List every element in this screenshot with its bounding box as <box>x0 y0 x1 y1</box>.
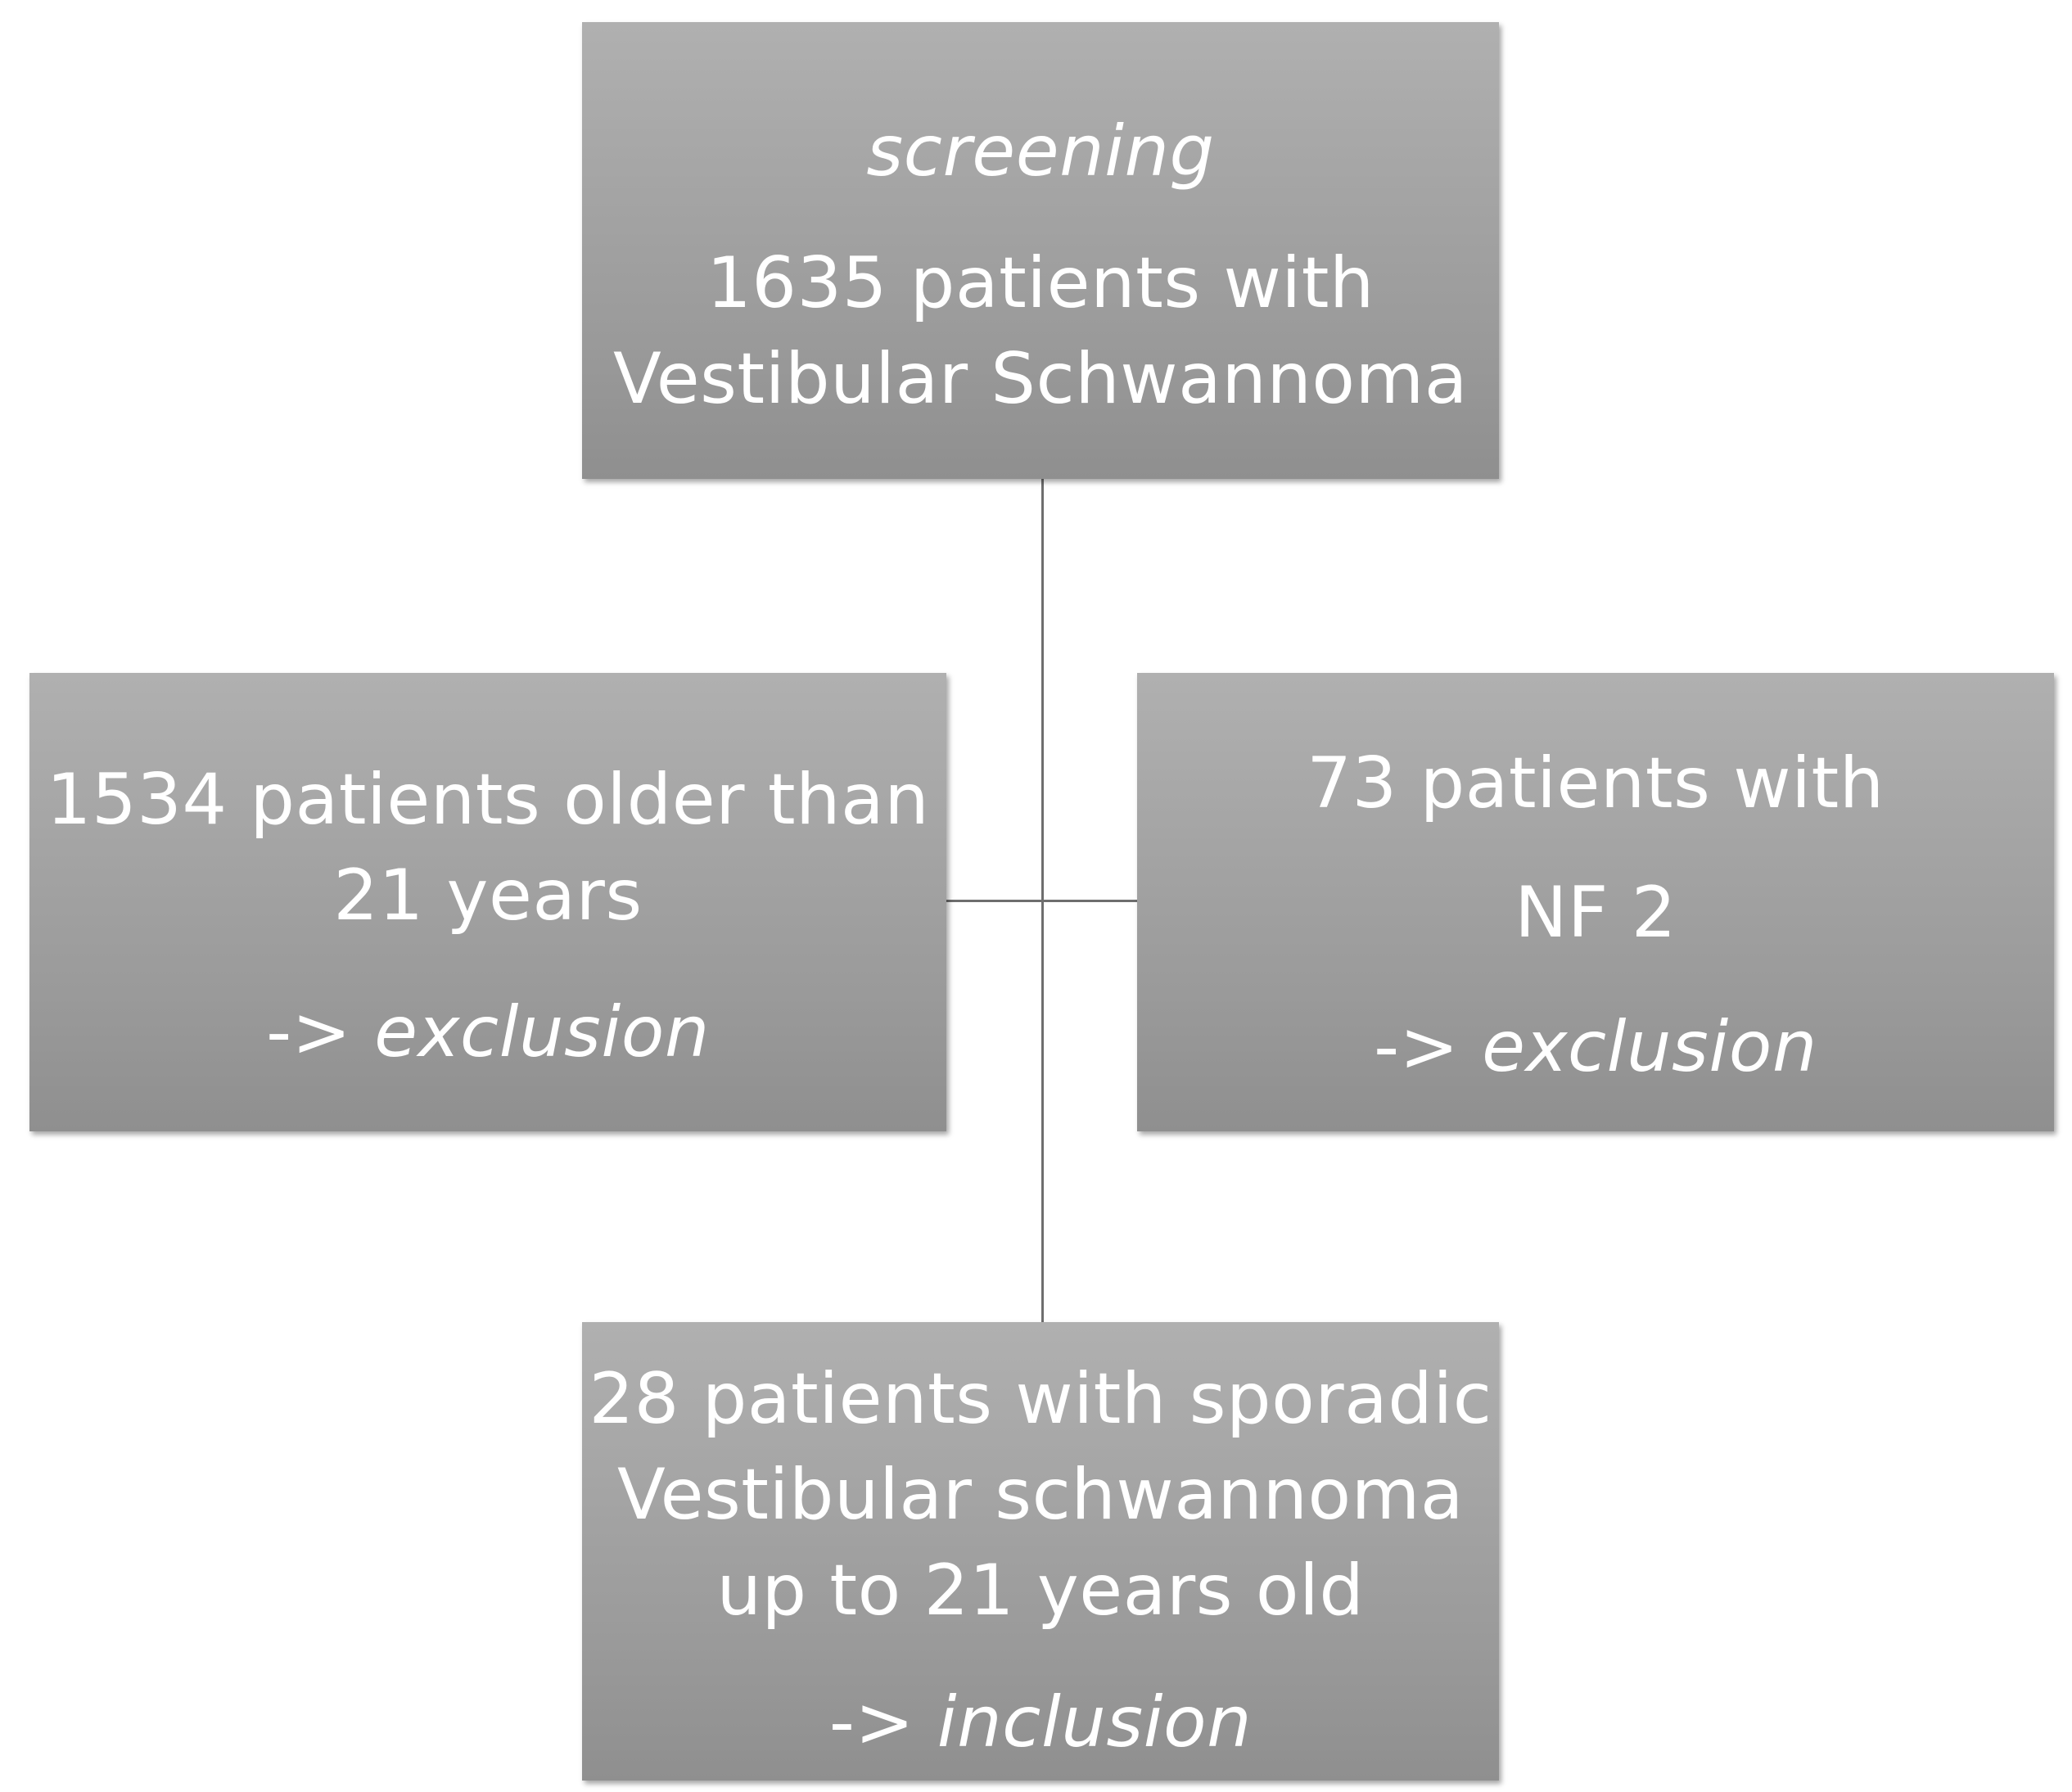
right-box-action-prefix: -> <box>1374 1006 1483 1088</box>
older-than-21-exclusion-box: 1534 patients older than 21 years -> exc… <box>29 673 946 1131</box>
right-box-line-1: 73 patients with <box>1307 743 1885 824</box>
left-box-action: -> exclusion <box>29 985 946 1081</box>
screening-line-1: 1635 patients with <box>706 242 1375 324</box>
nf2-exclusion-box: 73 patients with NF 2 -> exclusion <box>1137 673 2054 1131</box>
connector-horizontal <box>946 900 1137 902</box>
left-box-line-2: 21 years <box>333 855 643 937</box>
inclusion-box: 28 patients with sporadic Vestibular sch… <box>582 1322 1499 1781</box>
screening-box: screening 1635 patients with Vestibular … <box>582 22 1499 479</box>
bottom-box-action-prefix: -> <box>828 1681 937 1763</box>
bottom-box-action-word: inclusion <box>937 1681 1253 1763</box>
right-box-action-word: exclusion <box>1482 1006 1817 1088</box>
bottom-box-line-2: Vestibular schwannoma <box>616 1454 1465 1536</box>
screening-heading: screening <box>866 111 1215 192</box>
left-box-action-prefix: -> <box>266 991 375 1073</box>
right-box-action: -> exclusion <box>1137 1000 2054 1095</box>
left-box-line-1: 1534 patients older than <box>46 759 930 841</box>
bottom-box-action: -> inclusion <box>582 1675 1499 1771</box>
bottom-box-line-3: up to 21 years old <box>716 1550 1365 1632</box>
left-box-action-word: exclusion <box>374 991 710 1073</box>
screening-line-2: Vestibular Schwannoma <box>613 338 1468 420</box>
right-box-line-2: NF 2 <box>1515 872 1677 954</box>
bottom-box-line-1: 28 patients with sporadic <box>589 1358 1492 1440</box>
